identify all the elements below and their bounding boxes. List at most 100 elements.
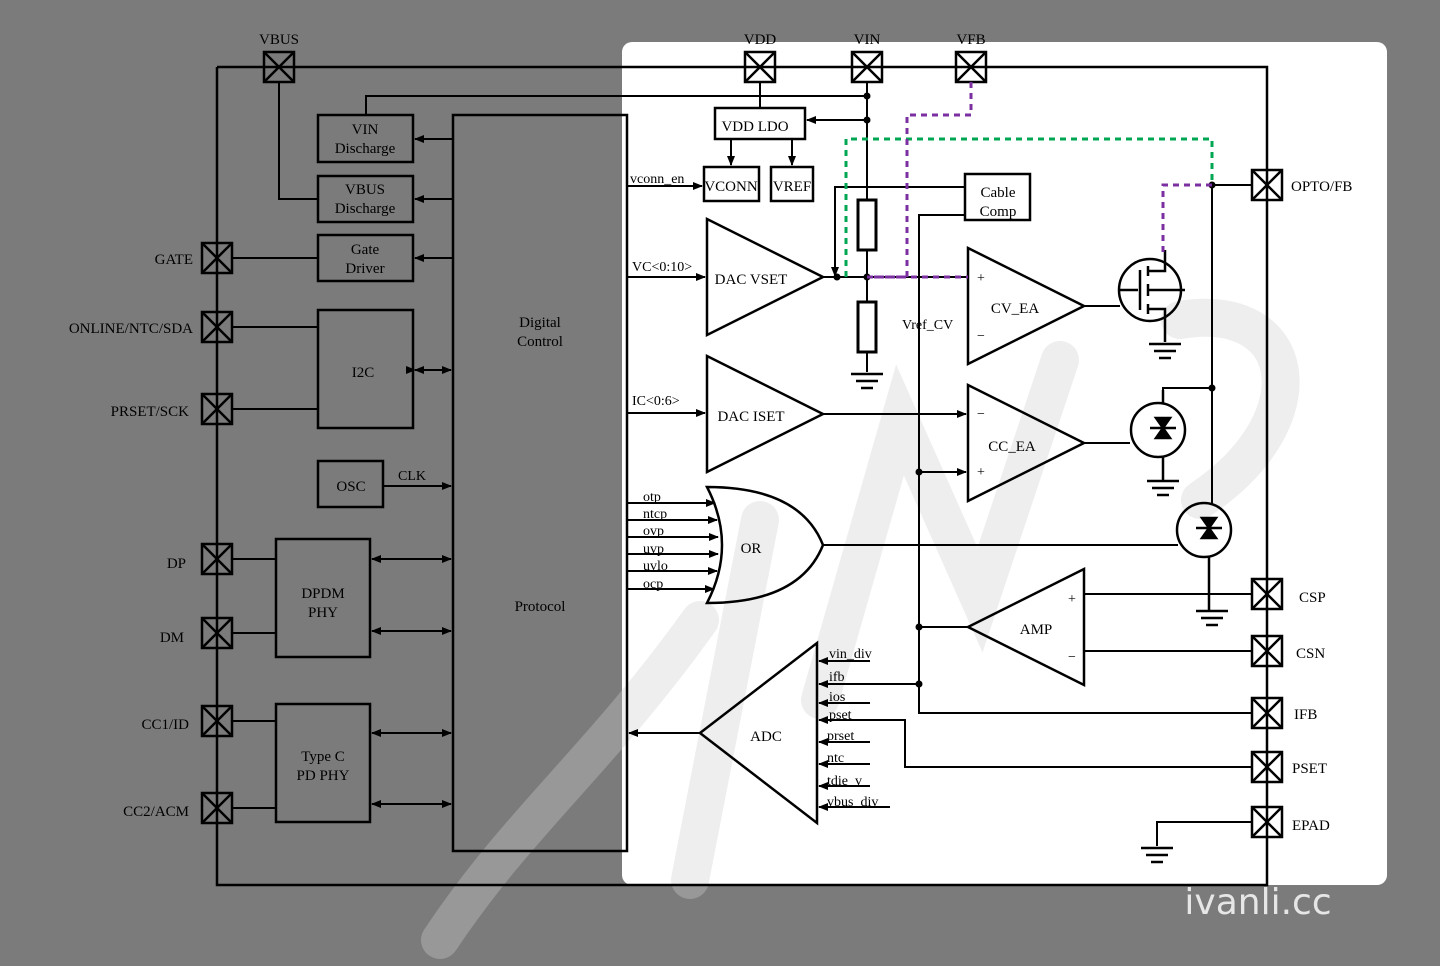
cc-ea-plus: + (977, 465, 985, 480)
green-dashed-net (844, 137, 1214, 277)
vc-bus-label: VC<0:10> (632, 260, 692, 275)
adc-input-tdie-v: tdie_v (827, 774, 862, 789)
clk-label: CLK (398, 469, 426, 484)
digital-control-block (451, 113, 629, 853)
vconn-en-label: vconn_en (630, 172, 684, 187)
cc-ea-minus: − (977, 407, 985, 422)
vin-discharge-line1: VIN (352, 122, 379, 138)
i2c-label: I2C (352, 365, 375, 381)
opto-wiring (1162, 184, 1252, 505)
adc-input-ntc: ntc (827, 751, 844, 766)
vbus-discharge-line1: VBUS (345, 182, 385, 198)
mosfet-transistor (1117, 250, 1185, 342)
junction-dot (915, 468, 923, 476)
pin-vbus-label: VBUS (259, 32, 299, 48)
vbus-discharge-line2: Discharge (335, 201, 396, 217)
pin-prset-sck-label: PRSET/SCK (111, 404, 190, 420)
dashed-nets (844, 82, 1214, 279)
cv-ea-minus: − (977, 329, 985, 344)
pin-opto-fb-label: OPTO/FB (1291, 179, 1352, 195)
pin-cc1-id-label: CC1/ID (141, 717, 189, 733)
digital-control-line1: Digital (519, 315, 561, 331)
pin-vfb-label: VFB (956, 32, 985, 48)
bjt-transistor-cc (1129, 390, 1187, 480)
pin-dp-label: DP (167, 556, 186, 572)
adc-input-ifb: ifb (829, 670, 845, 685)
bjt-transistor-or (1175, 501, 1233, 610)
cable-comp-block (963, 172, 1032, 222)
digital-control-line2: Control (517, 334, 563, 350)
vref-cv-label: Vref_CV (902, 318, 953, 333)
cable-comp-line2: Comp (980, 204, 1017, 220)
or-input-uvlo: uvlo (643, 559, 668, 574)
cc-ea-amplifier (966, 382, 1087, 504)
purple-dashed-net-opto (1161, 183, 1212, 252)
pin-gate-label: GATE (155, 252, 193, 268)
adc-input-vin-div: vin_div (829, 647, 872, 662)
or-input-uvp: uvp (643, 542, 664, 557)
cc-wiring (919, 442, 1130, 476)
typec-pd-phy-block (274, 702, 372, 824)
adc-input-pset: pset (829, 708, 852, 723)
cc-ea-label: CC_EA (988, 439, 1036, 455)
amp-wiring (919, 593, 1252, 652)
chip-outline (215, 65, 1269, 887)
cv-ea-plus: + (977, 271, 985, 286)
adc-triangle (697, 640, 819, 826)
or-input-ocp: ocp (643, 577, 663, 592)
or-input-otp: otp (643, 490, 661, 505)
ic-bus-label: IC<0:6> (632, 394, 680, 409)
pin-vin-label: VIN (854, 32, 881, 48)
vin-discharge-line2: Discharge (335, 141, 396, 157)
adc-input-prset: prset (827, 729, 854, 744)
white-panel (622, 42, 1387, 885)
amp-minus: − (1068, 650, 1076, 665)
dac-iset-label: DAC ISET (717, 409, 784, 425)
adc-input-vbus-div: vbus_div (827, 795, 878, 810)
pin-csp-label: CSP (1299, 590, 1326, 606)
dac-iset-triangle (705, 353, 826, 475)
amp-plus: + (1068, 592, 1076, 607)
left-wiring (232, 82, 867, 809)
amp-label: AMP (1020, 622, 1053, 638)
epad-wiring (1156, 821, 1252, 846)
junction-dot (915, 623, 923, 631)
typec-pd-phy-line2: PD PHY (297, 768, 350, 784)
pin-pset-label: PSET (1292, 761, 1327, 777)
adc-label: ADC (750, 729, 782, 745)
dpdm-phy-block (274, 537, 372, 659)
gate-driver-line2: Driver (345, 261, 384, 277)
cv-wiring (918, 214, 1252, 714)
dpdm-phy-line1: DPDM (301, 586, 344, 602)
adc-wiring (628, 657, 1252, 811)
pin-csn-label: CSN (1296, 646, 1325, 662)
or-input-ovp: ovp (643, 524, 664, 539)
vref-block (769, 165, 815, 203)
cable-comp-line1: Cable (981, 185, 1016, 201)
protocol-label: Protocol (515, 599, 566, 615)
dac-vset-label: DAC VSET (715, 272, 788, 288)
resistor-top (856, 198, 878, 252)
or-label: OR (741, 541, 762, 557)
pin-cc2-acm-label: CC2/ACM (123, 804, 189, 820)
or-gate (704, 485, 825, 605)
vref-label: VREF (773, 179, 811, 195)
amp-amplifier (965, 566, 1086, 688)
pin-ifb-label: IFB (1294, 707, 1317, 723)
dac-vset-triangle (705, 216, 826, 338)
pin-dm-label: DM (160, 630, 184, 646)
osc-block (316, 459, 385, 509)
vconn-label: VCONN (704, 179, 758, 195)
background-watermark-strokes (421, 299, 1300, 959)
resistor-bottom (856, 300, 878, 354)
gate-driver-line1: Gate (351, 242, 380, 258)
or-inputs-wiring (627, 499, 1178, 593)
dpdm-phy-line2: PHY (308, 605, 338, 621)
vconn-block (702, 165, 761, 203)
junction-dot (833, 273, 841, 281)
pin-vdd-label: VDD (744, 32, 777, 48)
adc-input-ios: ios (829, 690, 845, 705)
typec-pd-phy-line1: Type C (301, 749, 345, 765)
